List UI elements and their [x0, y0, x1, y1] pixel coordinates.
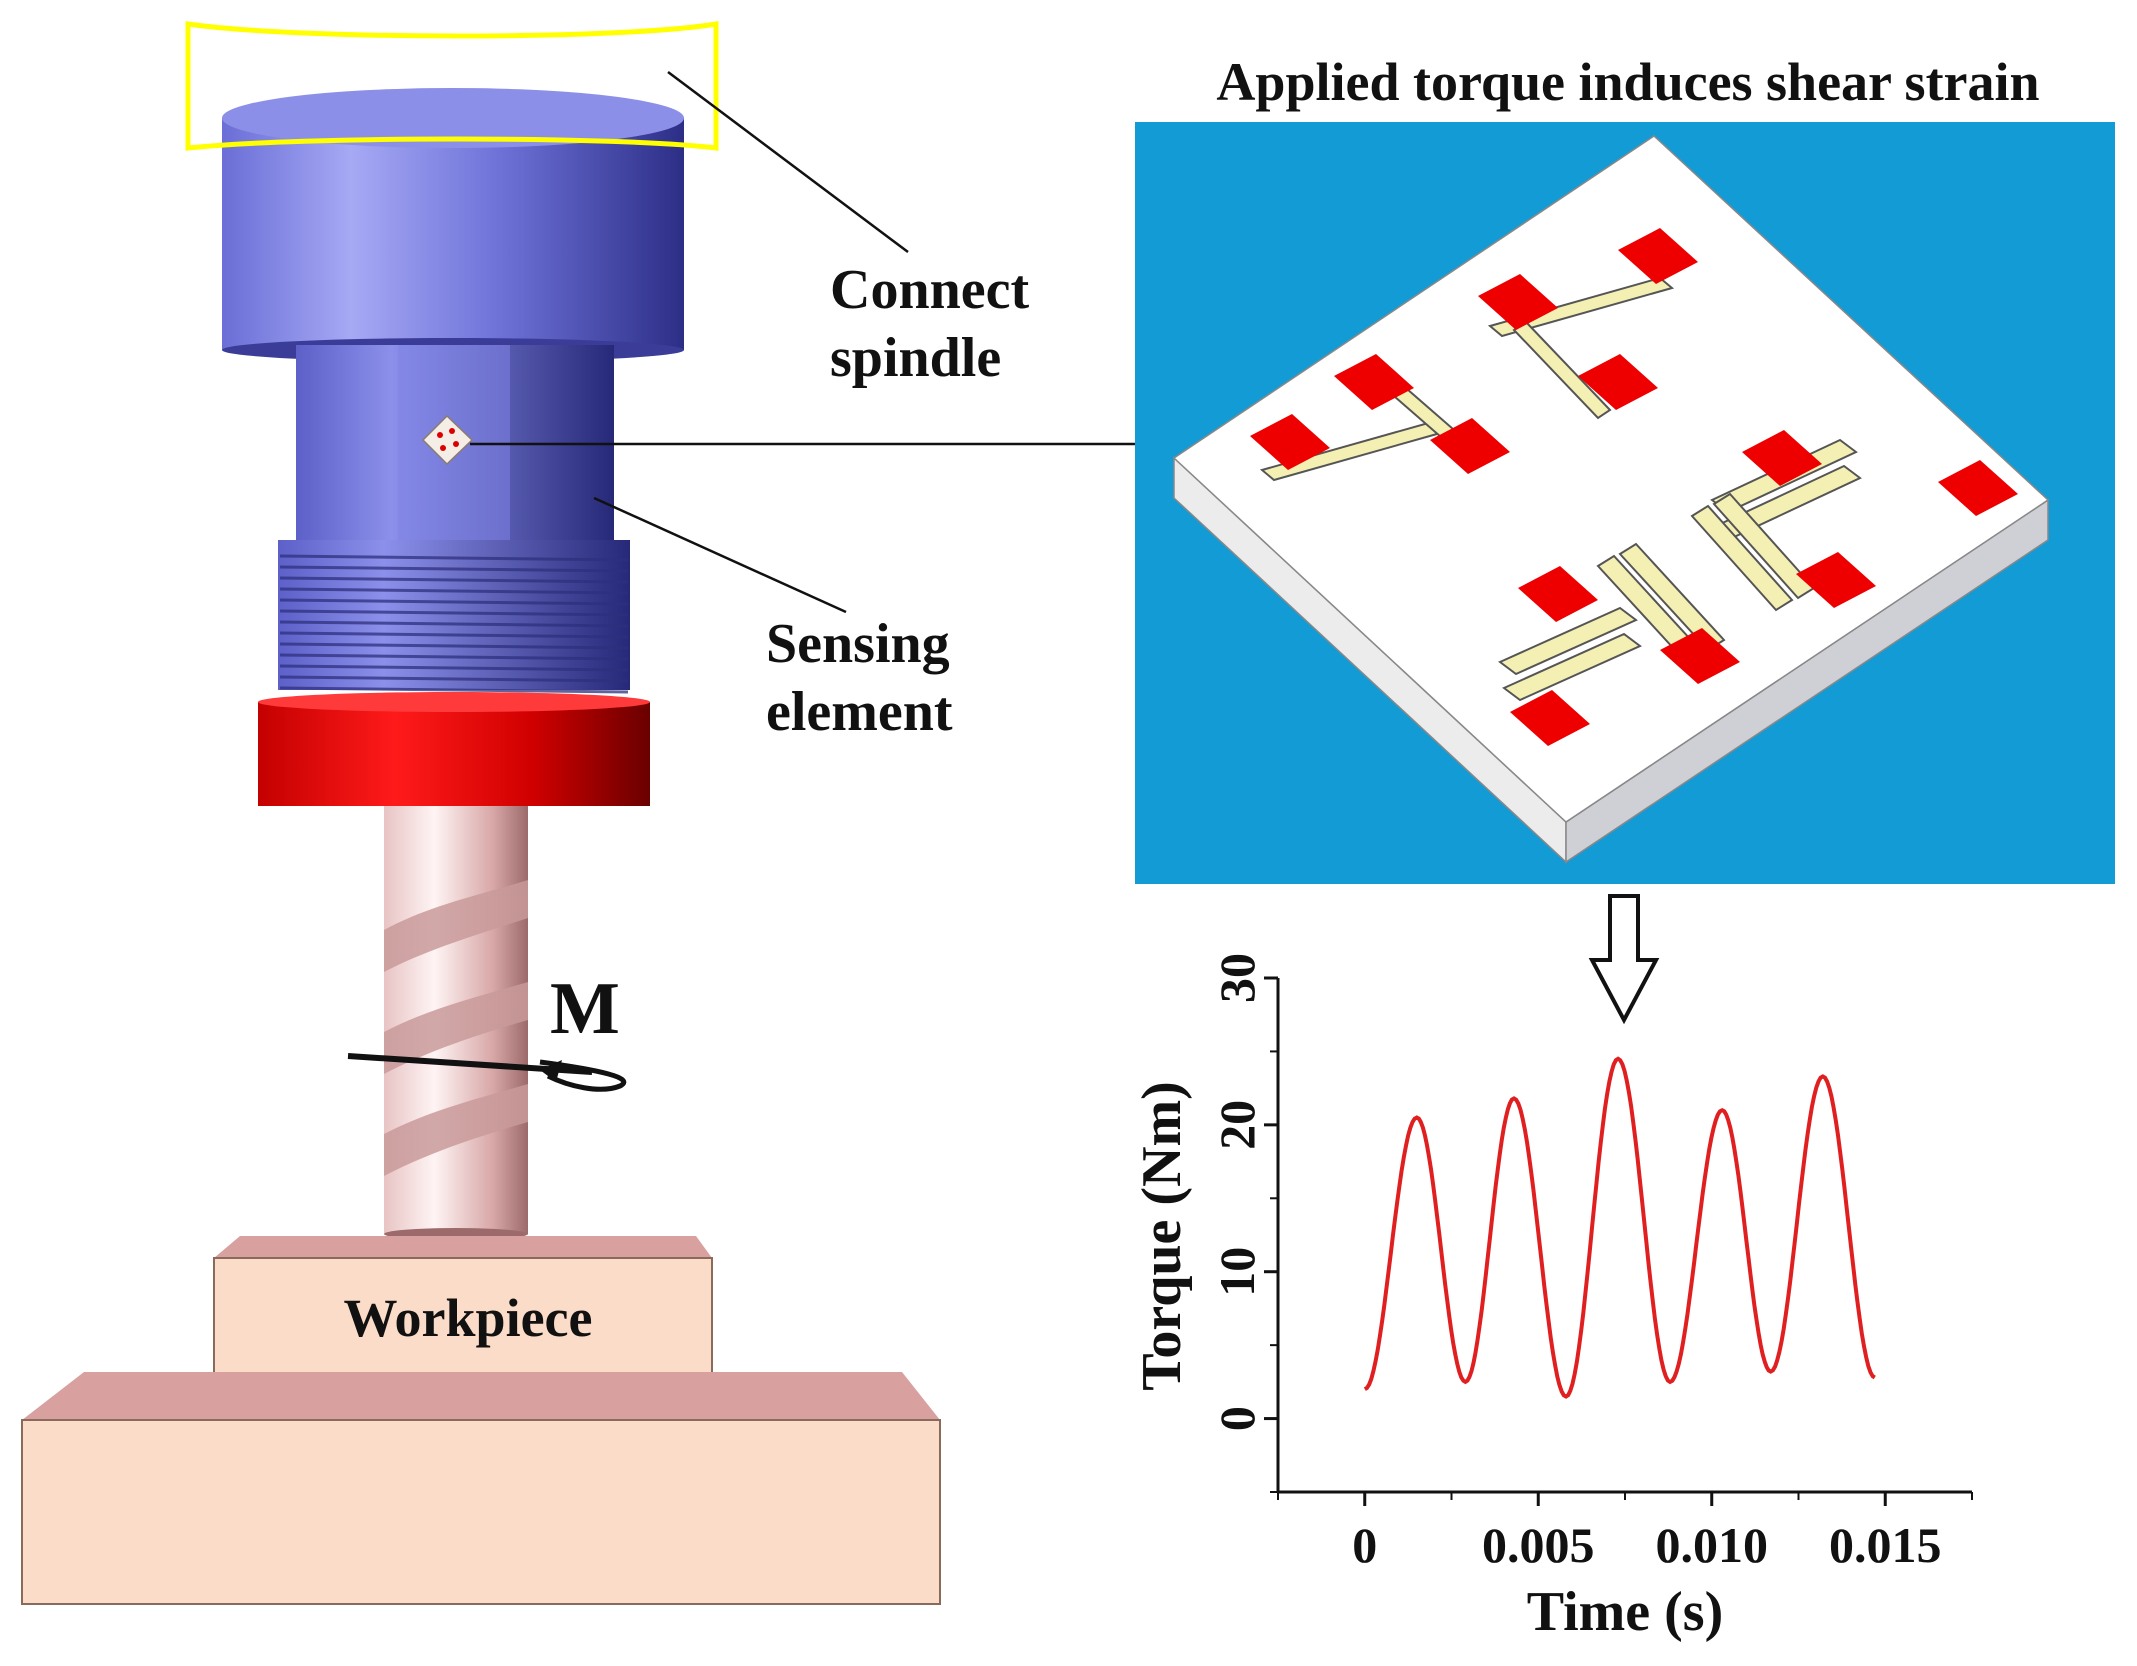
sensing-element-label-line2: element: [766, 681, 953, 743]
y-axis-label: Torque (Nm): [1131, 1081, 1193, 1391]
callout-lines: [470, 71, 1135, 614]
sensor-substrate: [1172, 135, 2050, 864]
callout-line-sensing: [593, 496, 847, 614]
y-axis-ticks: 0 10 20 30: [1209, 953, 1278, 1493]
thread-groove: [279, 686, 629, 694]
moment-label: M: [550, 968, 620, 1050]
thread-groove: [279, 554, 629, 562]
sensing-chip: [421, 414, 474, 466]
torque-chart: 0 10 20 30 0 0.005 0.010 0.015 Time (s) Torque…: [1131, 953, 1973, 1643]
spindle-assembly: M Workpiece: [21, 21, 941, 1605]
x-tick-label: 0.010: [1656, 1517, 1769, 1573]
thread-groove: [279, 598, 629, 606]
thread-groove: [279, 576, 629, 584]
moment-arrow: [347, 1053, 627, 1092]
x-axis-label: Time (s): [1527, 1581, 1724, 1643]
y-tick-label: 20: [1209, 1100, 1265, 1150]
y-tick-label: 0: [1209, 1406, 1265, 1431]
end-mill-tool: [384, 806, 528, 1240]
spindle-thread: [278, 540, 630, 694]
thread-groove: [279, 675, 629, 683]
thread-groove: [279, 609, 629, 617]
strain-gauge-1: [1250, 354, 1510, 482]
x-tick-label: 0.005: [1482, 1517, 1595, 1573]
connect-spindle-label-line2: spindle: [830, 327, 1001, 389]
sensor-panel: [1135, 122, 2115, 884]
strain-gauge-2: [1478, 228, 1698, 420]
thread-groove: [279, 653, 629, 661]
strain-gauge-3: [1690, 430, 2018, 612]
machine-base: [21, 1372, 941, 1605]
x-axis-ticks: 0 0.005 0.010 0.015: [1277, 1492, 1973, 1573]
y-tick-label: 10: [1209, 1247, 1265, 1297]
x-tick-label: 0: [1352, 1517, 1377, 1573]
spindle-top-highlight: [185, 21, 719, 151]
strain-gauge-4: [1498, 542, 1740, 746]
spindle-cap: [222, 88, 684, 362]
workpiece-label: Workpiece: [344, 1288, 593, 1348]
thread-groove: [279, 664, 629, 672]
thread-groove: [279, 642, 629, 650]
y-tick-label: 30: [1209, 953, 1265, 1003]
sensing-element-label-line1: Sensing: [766, 613, 950, 675]
panel-title: Applied torque induces shear strain: [1216, 52, 2039, 112]
tool-holder-ring: [258, 692, 650, 806]
x-tick-label: 0.015: [1829, 1517, 1942, 1573]
thread-groove: [279, 631, 629, 639]
thread-groove: [279, 565, 629, 573]
thread-groove: [279, 587, 629, 595]
down-arrow: [1588, 894, 1660, 1025]
workpiece-block: [213, 1236, 713, 1377]
callout-line-connect: [667, 71, 909, 253]
thread-groove: [279, 620, 629, 628]
strain-gauges: [1250, 228, 2018, 746]
connect-spindle-label-line1: Connect: [830, 259, 1029, 321]
plot-frame: [1276, 978, 1972, 1494]
torque-curve: [1363, 1056, 1876, 1399]
